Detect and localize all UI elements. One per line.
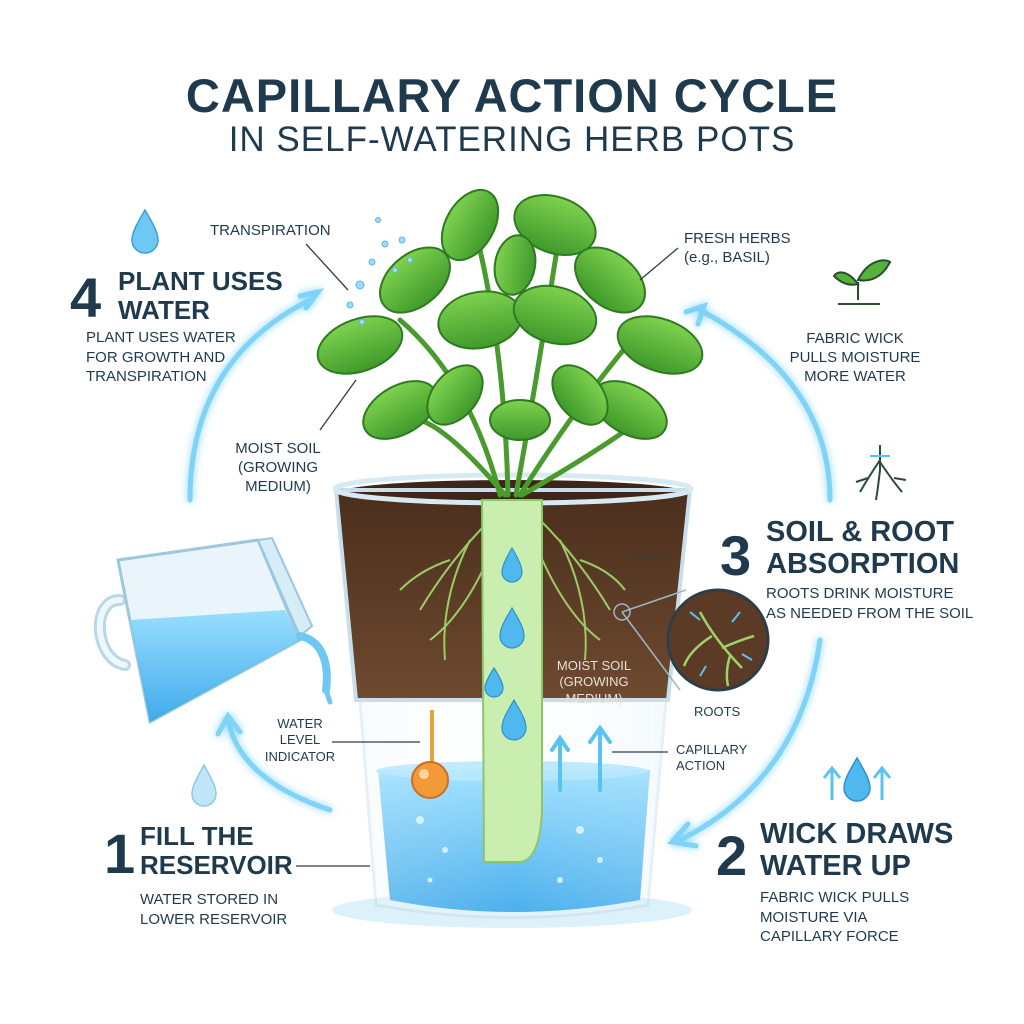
cycle-arrow-left-up: [187, 297, 313, 503]
roots-zoom-circle: [613, 588, 770, 692]
watering-pitcher-icon: [93, 536, 333, 725]
label-fresh-herbs: FRESH HERBS (e.g., BASIL): [684, 230, 791, 266]
step-2-number: 2: [716, 824, 748, 887]
label-roots: ROOTS: [694, 704, 741, 719]
cycle-arrow-head: [683, 302, 708, 327]
step-1-number: 1: [104, 822, 136, 885]
step-1-description: WATER STORED IN LOWER RESERVOIR: [140, 891, 288, 928]
step-2-description: FABRIC WICK PULLS MOISTURE VIA CAPILLARY…: [760, 889, 910, 945]
step-4-description: PLANT USES WATER FOR GROWTH AND TRANSPIR…: [86, 329, 236, 385]
cycle-arrow-right-lower: [677, 637, 823, 843]
step-4-number: 4: [70, 266, 102, 329]
cycle-arrow-left-lower: [225, 717, 333, 813]
fabric-wick: [480, 499, 543, 863]
sprout-icon: [832, 259, 892, 305]
label-fabric-wick: FABRIC WICK PULLS MOISTURE MORE WATER: [789, 330, 921, 385]
label-transpiration: TRANSPIRATION: [210, 222, 331, 239]
label-moist-soil: MOIST SOIL (GROWING MEDIUM): [235, 440, 321, 495]
step-1-heading: FILL THE RESERVOIR: [140, 821, 293, 881]
water-drop-icon: [131, 208, 159, 254]
step-3-description: ROOTS DRINK MOISTURE AS NEEDED FROM THE …: [766, 585, 974, 622]
cycle-arrow-head: [297, 288, 325, 311]
upward-arrows-drop-icon: [822, 756, 892, 802]
step-2-heading: WICK DRAWS WATER UP: [760, 818, 954, 883]
cycle-arrow-head: [215, 711, 243, 737]
step-3-heading: SOIL & ROOT ABSORPTION: [766, 516, 960, 581]
label-capillary-action: CAPILLARY ACTION: [676, 742, 748, 774]
pot: [332, 472, 694, 928]
water-drop-icon: [191, 763, 217, 807]
step-3-number: 3: [720, 524, 752, 587]
cycle-arrow-head: [667, 821, 699, 849]
page-title: CAPILLARY ACTION CYCLE: [185, 69, 839, 122]
label-water-level-indicator: WATER LEVEL INDICATOR: [264, 716, 336, 764]
label-moist-soil-inner: MOIST SOIL (GROWING MEDIUM): [556, 658, 632, 706]
cycle-arrow-right-down: [697, 307, 833, 503]
basil-plant: [316, 188, 704, 498]
page-subtitle: IN SELF-WATERING HERB POTS: [228, 120, 796, 159]
step-4-heading: PLANT USES WATER: [118, 266, 283, 326]
leader-lines: [296, 243, 679, 867]
cycle-arrows: [187, 288, 833, 849]
roots-icon: [855, 445, 907, 501]
